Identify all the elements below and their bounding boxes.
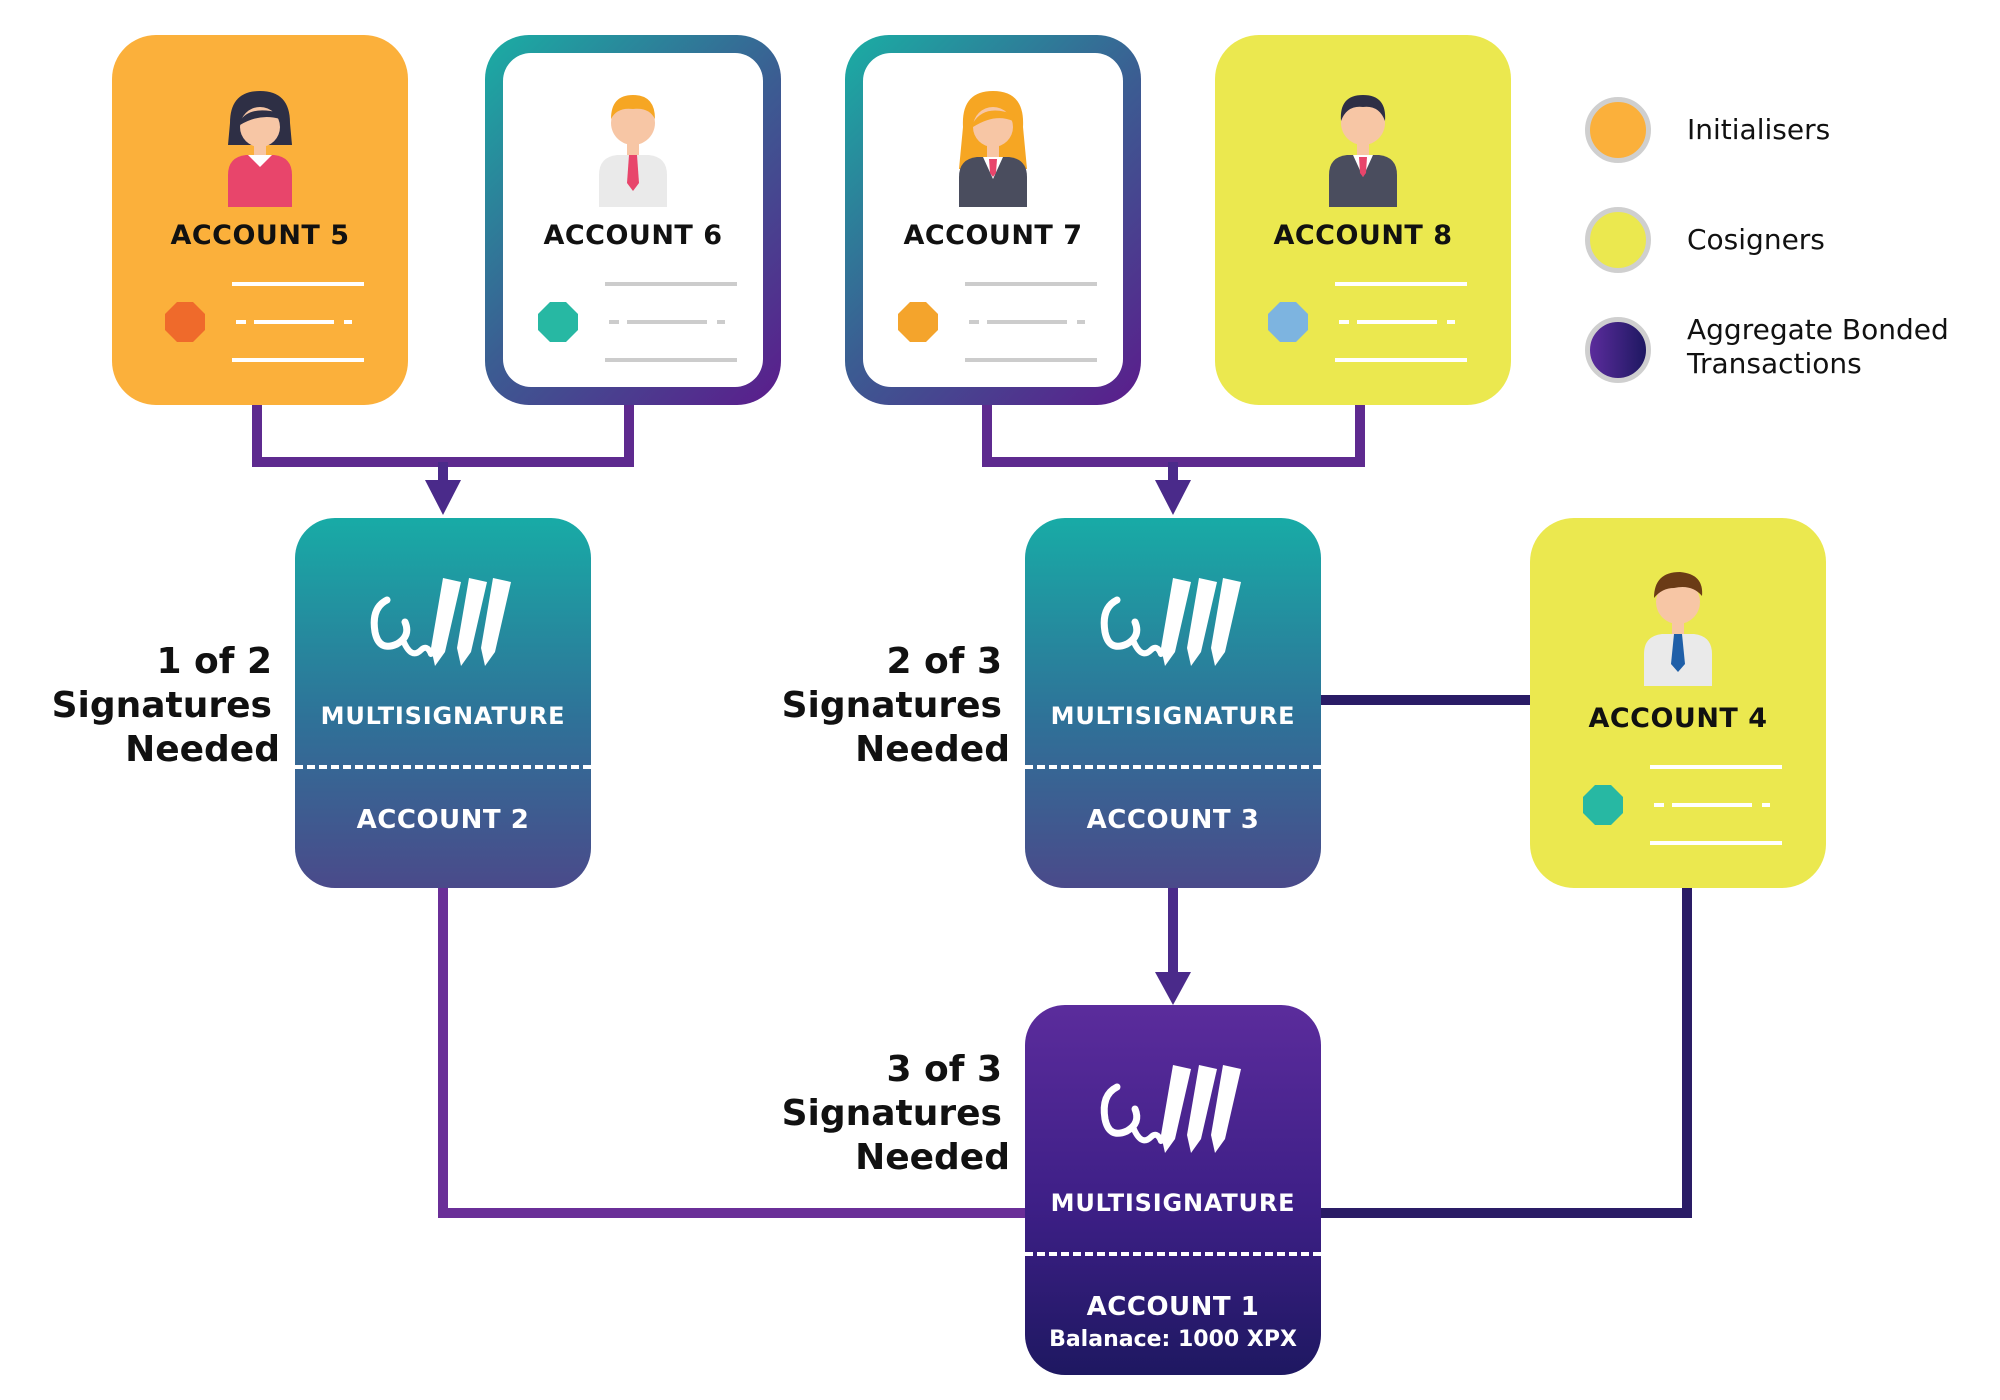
account-8-label: ACCOUNT 8 bbox=[1273, 220, 1453, 251]
signature-requirement-label: 1 of 2 Signatures Needed bbox=[51, 641, 280, 770]
woman-icon bbox=[228, 91, 292, 207]
account-card-7[interactable]: ACCOUNT 7 bbox=[845, 35, 1141, 405]
multisig-account-label: ACCOUNT 2 bbox=[356, 805, 530, 835]
legend-swatch-yellow bbox=[1585, 207, 1651, 273]
legend-label-line1: Aggregate Bonded bbox=[1687, 313, 1949, 346]
account-detail-lines bbox=[1268, 282, 1467, 362]
multisig-title: MULTISIGNATURE bbox=[1050, 1189, 1296, 1217]
dashed-divider bbox=[1025, 1252, 1321, 1256]
legend-swatch-orange bbox=[1585, 97, 1651, 163]
account-detail-lines bbox=[538, 282, 737, 362]
dashed-divider bbox=[1025, 765, 1321, 769]
man-icon bbox=[1644, 572, 1712, 686]
account-detail-lines bbox=[898, 282, 1097, 362]
line-a7-m3 bbox=[982, 405, 1365, 467]
signature-requirement-label: 2 of 3 Signatures Needed bbox=[781, 641, 1010, 770]
octagon-icon bbox=[898, 302, 938, 342]
legend-label: Cosigners bbox=[1687, 223, 1825, 256]
account-card-4[interactable]: ACCOUNT 4 bbox=[1530, 518, 1826, 888]
signature-pen-icon bbox=[1100, 578, 1241, 666]
legend-label-line2: Transactions bbox=[1687, 347, 1862, 380]
multisig-card-account-1[interactable]: MULTISIGNATURE ACCOUNT 1 Balanace: 1000 … bbox=[1025, 1005, 1321, 1375]
signature-pen-icon bbox=[1100, 1065, 1241, 1153]
multisig-account-label: ACCOUNT 3 bbox=[1086, 805, 1260, 835]
multisig-account-label: ACCOUNT 1 bbox=[1086, 1292, 1260, 1322]
multisig-title: MULTISIGNATURE bbox=[1050, 702, 1296, 730]
account-card-5[interactable]: ACCOUNT 5 bbox=[112, 35, 408, 405]
legend-label: Aggregate Bonded Transactions bbox=[1687, 313, 1949, 381]
woman-icon bbox=[959, 91, 1027, 207]
account-5-label: ACCOUNT 5 bbox=[170, 220, 350, 251]
account-4-label: ACCOUNT 4 bbox=[1588, 703, 1768, 734]
multisig-balance: Balanace: 1000 XPX bbox=[1049, 1327, 1297, 1352]
line-m2-m1 bbox=[438, 885, 1030, 1218]
dashed-divider bbox=[295, 765, 591, 769]
account-card-6[interactable]: ACCOUNT 6 bbox=[485, 35, 781, 405]
man-icon bbox=[1329, 95, 1397, 207]
account-detail-lines bbox=[165, 282, 364, 362]
man-icon bbox=[599, 95, 667, 207]
line-a4-m1 bbox=[1320, 885, 1692, 1218]
octagon-icon bbox=[165, 302, 205, 342]
octagon-icon bbox=[538, 302, 578, 342]
octagon-icon bbox=[1583, 785, 1623, 825]
multisig-card-account-2[interactable]: MULTISIGNATURE ACCOUNT 2 bbox=[295, 518, 591, 888]
arrow-into-m1 bbox=[1155, 972, 1191, 1005]
octagon-icon bbox=[1268, 302, 1308, 342]
legend-label: Initialisers bbox=[1687, 113, 1831, 146]
account-detail-lines bbox=[1583, 765, 1782, 845]
multisig-title: MULTISIGNATURE bbox=[320, 702, 566, 730]
line-a5-m2 bbox=[252, 405, 634, 467]
account-7-label: ACCOUNT 7 bbox=[903, 220, 1083, 251]
arrow-into-m2 bbox=[425, 480, 461, 515]
account-card-8[interactable]: ACCOUNT 8 bbox=[1215, 35, 1511, 405]
arrow-into-m3 bbox=[1155, 480, 1191, 515]
account-6-label: ACCOUNT 6 bbox=[543, 220, 723, 251]
legend-swatch-gradient bbox=[1585, 317, 1651, 383]
signature-requirement-label: 3 of 3 Signatures Needed bbox=[781, 1049, 1010, 1178]
multisig-card-account-3[interactable]: MULTISIGNATURE ACCOUNT 3 bbox=[1025, 518, 1321, 888]
signature-pen-icon bbox=[370, 578, 511, 666]
